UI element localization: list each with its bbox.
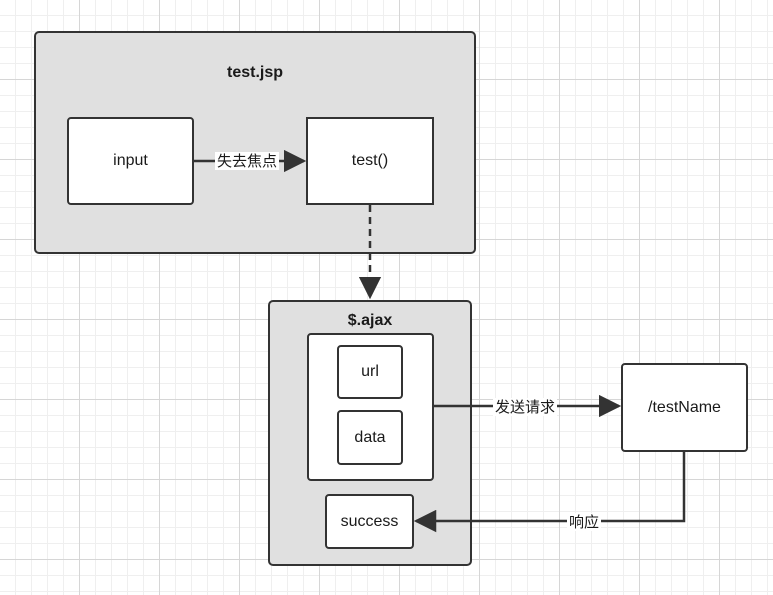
response-edge-label: 响应: [567, 513, 602, 531]
url-node[interactable]: url: [337, 345, 403, 399]
send-request-edge-label: 发送请求: [493, 398, 558, 416]
test-function-node[interactable]: test(): [306, 117, 434, 205]
input-node[interactable]: input: [67, 117, 194, 205]
blur-edge-label: 失去焦点: [215, 152, 280, 170]
success-node[interactable]: success: [325, 494, 414, 549]
test-jsp-title: test.jsp: [226, 64, 283, 81]
response-edge: [413, 452, 686, 533]
test-name-node[interactable]: /testName: [621, 363, 748, 452]
ajax-title: $.ajax: [347, 312, 393, 329]
data-node[interactable]: data: [337, 410, 403, 465]
